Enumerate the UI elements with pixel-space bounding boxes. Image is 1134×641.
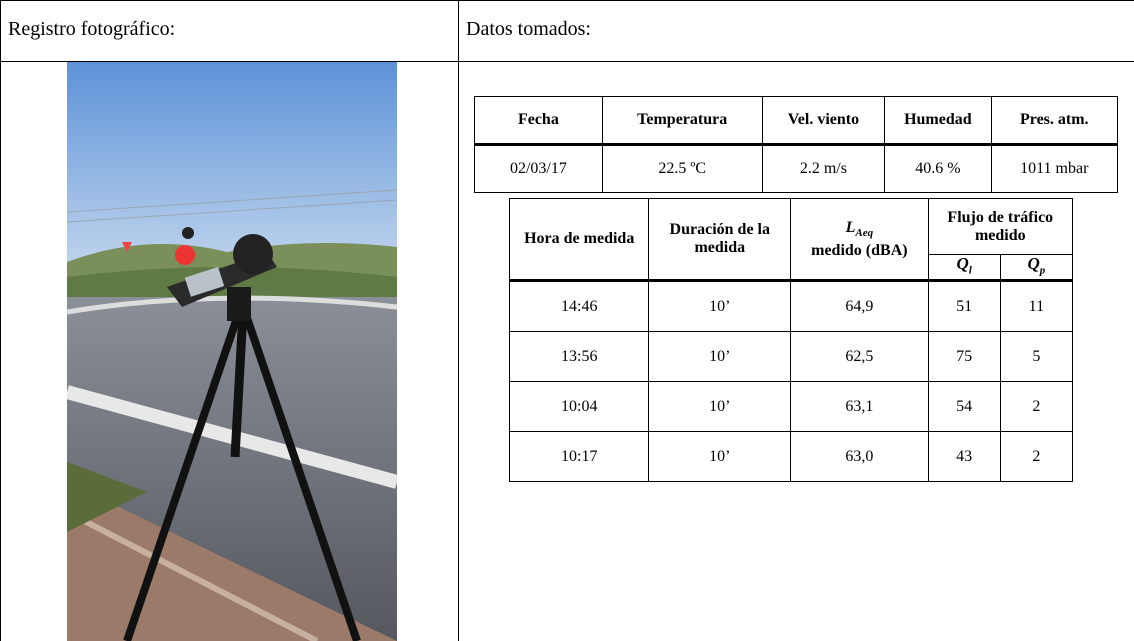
header-flujo-label: Flujo de tráfico medido [947, 208, 1054, 244]
value-pres-atm: 1011 mbar [990, 144, 1119, 193]
cell-q-heavy: 2 [999, 381, 1074, 433]
photo-section-title: Registro fotográfico: [8, 18, 176, 40]
value-vel-viento: 2.2 m/s [761, 144, 886, 193]
q-light-symbol: Q [956, 254, 969, 273]
header-q-heavy: Qp [999, 253, 1074, 283]
cell-q-heavy: 5 [999, 331, 1074, 383]
cell-hora: 13:56 [508, 331, 650, 383]
header-flujo: Flujo de tráfico medido [927, 198, 1074, 255]
cell-q-light: 54 [927, 381, 1001, 433]
header-temperatura: Temperatura [601, 96, 763, 146]
cell-q-light: 75 [927, 331, 1001, 383]
header-humedad: Humedad [884, 96, 992, 146]
cell-duracion: 10’ [648, 381, 792, 433]
cell-laeq: 64,9 [790, 280, 929, 333]
cell-q-heavy: 2 [999, 431, 1074, 483]
cell-q-heavy: 11 [999, 280, 1074, 333]
cell-duracion: 10’ [648, 331, 792, 383]
conditions-table: Fecha Temperatura Vel. viento Humedad Pr… [474, 96, 1119, 193]
cell-laeq: 63,1 [790, 381, 929, 433]
table-row: 13:56 10’ 62,5 75 5 [508, 331, 1074, 383]
table-row: 14:46 10’ 64,9 51 11 [508, 280, 1074, 333]
table-row: 10:04 10’ 63,1 54 2 [508, 381, 1074, 433]
cell-duracion: 10’ [648, 431, 792, 483]
value-fecha: 02/03/17 [474, 144, 603, 193]
laeq-symbol: L [845, 218, 856, 236]
header-duracion-label: Duración de la medida [669, 221, 770, 257]
laeq-subscript: Aeq [855, 226, 874, 239]
sound-level-meter-photo [67, 62, 397, 641]
top-border [0, 0, 1134, 1]
table-header-row: Hora de medida Duración de la medida LAe… [508, 197, 1074, 283]
table-subheader-row: Ql Qp [510, 253, 1074, 283]
header-laeq-label: medido (dBA) [811, 241, 908, 259]
q-light-subscript: l [968, 264, 972, 277]
header-vel-viento: Vel. viento [761, 96, 886, 146]
header-divider [0, 61, 1134, 62]
left-border [0, 0, 1, 641]
cell-q-light: 51 [927, 280, 1001, 333]
cell-laeq: 62,5 [790, 331, 929, 383]
measurements-table: Hora de medida Duración de la medida LAe… [508, 197, 1074, 483]
value-temperatura: 22.5 ºC [601, 144, 763, 193]
header-duracion: Duración de la medida [648, 197, 792, 283]
cell-hora: 14:46 [508, 280, 650, 333]
header-pres-atm: Pres. atm. [990, 96, 1119, 146]
header-q-light: Ql [927, 253, 1001, 283]
q-heavy-subscript: p [1039, 264, 1046, 277]
field-photo [67, 62, 397, 641]
header-hora: Hora de medida [508, 197, 650, 283]
header-fecha: Fecha [474, 96, 603, 146]
table-row: 10:17 10’ 63,0 43 2 [508, 431, 1074, 483]
data-section-title: Datos tomados: [466, 18, 591, 40]
value-humedad: 40.6 % [884, 144, 992, 193]
cell-hora: 10:04 [508, 381, 650, 433]
table-row: 02/03/17 22.5 ºC 2.2 m/s 40.6 % 1011 mba… [474, 144, 1119, 193]
cell-hora: 10:17 [508, 431, 650, 483]
cell-duracion: 10’ [648, 280, 792, 333]
table-header-row: Fecha Temperatura Vel. viento Humedad Pr… [474, 96, 1119, 146]
cell-q-light: 43 [927, 431, 1001, 483]
column-divider [458, 0, 459, 641]
q-heavy-symbol: Q [1027, 254, 1040, 273]
header-hora-label: Hora de medida [524, 230, 635, 248]
cell-laeq: 63,0 [790, 431, 929, 483]
header-laeq: LAeq medido (dBA) [790, 197, 929, 283]
